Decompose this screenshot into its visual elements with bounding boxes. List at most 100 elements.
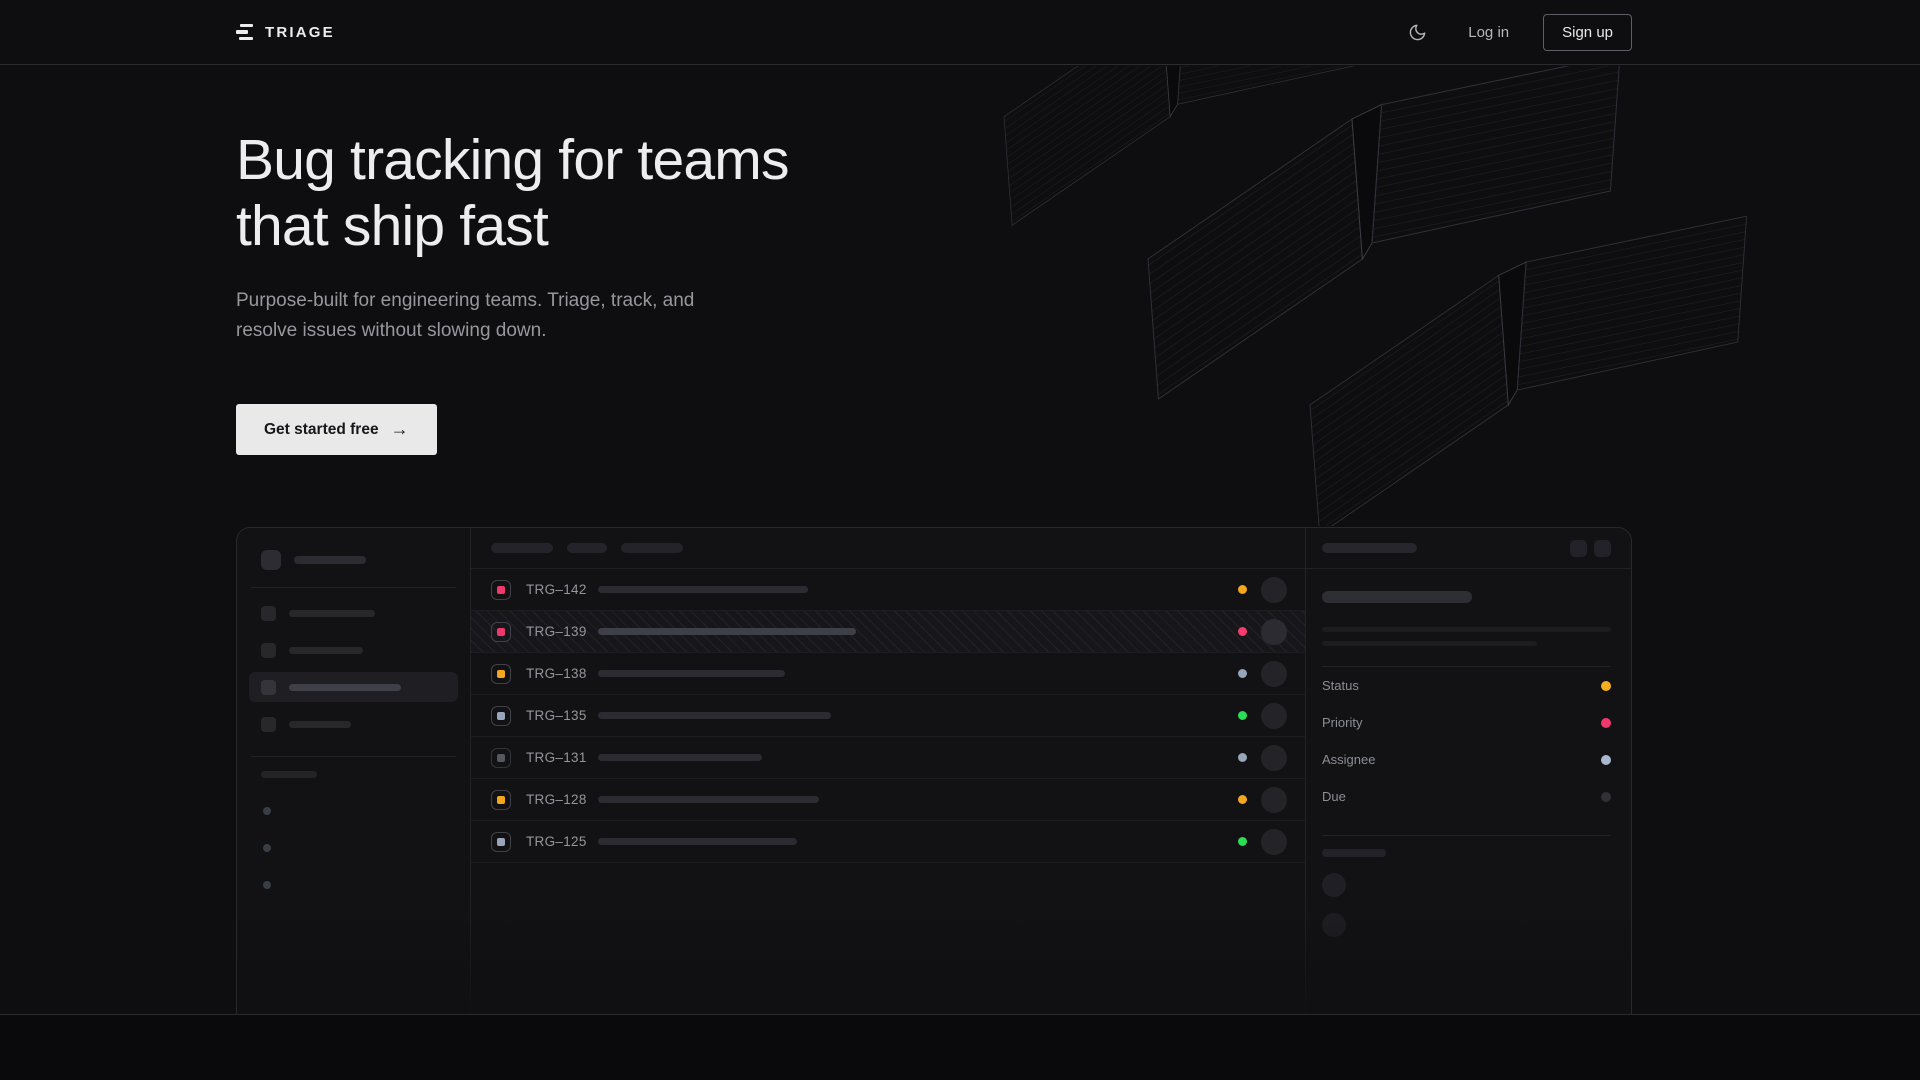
sidebar-item (249, 635, 458, 665)
property-value-dot (1601, 680, 1611, 691)
property-label: Status (1322, 678, 1359, 693)
panel-header (1306, 528, 1631, 569)
property-label: Priority (1322, 715, 1363, 730)
issue-id: TRG–135 (526, 708, 587, 723)
comment-avatar (1322, 913, 1346, 937)
sidebar-section-label-skeleton (261, 771, 317, 778)
issue-title-skeleton (598, 754, 762, 761)
brand-logo[interactable]: TRIAGE (236, 24, 335, 41)
mockup-sidebar (237, 528, 471, 1014)
issue-title-skeleton (598, 586, 808, 593)
issue-avatar (1261, 702, 1287, 729)
issue-avatar (1261, 744, 1287, 771)
issue-avatar (1261, 618, 1287, 645)
app-mockup: TRG–142 TRG–139 TRG–138 (236, 527, 1632, 1014)
sidebar-dot (263, 844, 271, 852)
issue-avatar (1261, 786, 1287, 813)
property-row: Due (1322, 778, 1611, 815)
panel-issue-title-skeleton (1322, 591, 1472, 603)
issue-status-dot (1238, 711, 1247, 720)
app-header: TRIAGE Log in Sign up (0, 0, 1920, 65)
property-value-dot (1601, 754, 1611, 765)
issue-avatar (1261, 576, 1287, 603)
issue-id: TRG–131 (526, 750, 587, 765)
panel-action-button (1594, 539, 1611, 557)
sidebar-divider (251, 587, 456, 588)
issue-type-icon (491, 747, 511, 768)
issue-title-skeleton (598, 628, 856, 635)
issue-id: TRG–142 (526, 582, 587, 597)
sidebar-item (249, 709, 458, 739)
sidebar-item-icon (261, 605, 276, 621)
detail-panel: Status Priority Assignee Due (1305, 528, 1631, 1014)
issue-type-icon (491, 789, 511, 810)
cta-button[interactable]: Get started free → (236, 404, 437, 455)
issue-avatar (1261, 828, 1287, 855)
moon-icon (1409, 24, 1426, 40)
sidebar-dot (263, 807, 271, 815)
issue-type-icon (491, 579, 511, 600)
sidebar-item-selected (249, 672, 458, 702)
issue-status-dot (1238, 585, 1247, 594)
list-toolbar (471, 528, 1305, 569)
issue-list: TRG–142 TRG–139 TRG–138 (471, 528, 1305, 1014)
issue-title-skeleton (598, 712, 831, 719)
issue-status-dot (1238, 669, 1247, 678)
hero-section: Bug tracking for teams that ship fast Pu… (236, 65, 789, 455)
brand-name: TRIAGE (265, 23, 335, 41)
issue-title-skeleton (598, 670, 785, 677)
sidebar-item-label-skeleton (289, 683, 401, 691)
issue-type-icon (491, 621, 511, 642)
sidebar-item-label-skeleton (289, 720, 351, 728)
property-row: Assignee (1322, 741, 1611, 778)
arrow-right-icon: → (390, 419, 409, 439)
footer-band (0, 1014, 1920, 1080)
comment-avatar (1322, 873, 1346, 897)
issue-id: TRG–128 (526, 792, 587, 807)
issue-row: TRG–131 (471, 737, 1305, 779)
issue-id: TRG–125 (526, 834, 587, 849)
issue-row: TRG–125 (471, 821, 1305, 863)
hero-subtitle: Purpose-built for engineering teams. Tri… (236, 286, 789, 346)
issue-title-skeleton (598, 796, 819, 803)
signup-button[interactable]: Sign up (1543, 13, 1632, 51)
page-title: Bug tracking for teams that ship fast (236, 127, 789, 259)
panel-divider (1322, 835, 1611, 836)
issue-status-dot (1238, 627, 1247, 636)
issue-row: TRG–138 (471, 653, 1305, 695)
panel-title-skeleton (1322, 543, 1417, 553)
issue-status-dot (1238, 837, 1247, 846)
panel-description-skeleton (1322, 641, 1537, 646)
page-title-line-2: that ship fast (236, 194, 549, 258)
property-label: Due (1322, 789, 1346, 804)
panel-action-button (1570, 539, 1587, 557)
property-value-dot (1601, 717, 1611, 728)
issue-status-dot (1238, 795, 1247, 804)
header-actions: Log in Sign up (1400, 13, 1632, 51)
theme-toggle-button[interactable] (1400, 15, 1434, 49)
sidebar-item-icon (261, 679, 276, 695)
hero-subtitle-line-2: resolve issues without slowing down. (236, 320, 547, 341)
sidebar-item (249, 598, 458, 628)
issue-row-highlighted: TRG–139 (471, 611, 1305, 653)
issue-row: TRG–128 (471, 779, 1305, 821)
sidebar-item-label-skeleton (289, 646, 363, 654)
property-row: Priority (1322, 704, 1611, 741)
panel-section-label-skeleton (1322, 849, 1386, 857)
issue-row: TRG–135 (471, 695, 1305, 737)
property-label: Assignee (1322, 752, 1376, 767)
sidebar-divider (251, 756, 456, 757)
sidebar-item-label-skeleton (289, 609, 375, 617)
issue-type-icon (491, 705, 511, 726)
property-value-dot (1601, 791, 1611, 802)
sidebar-item-icon (261, 716, 276, 732)
filter-pill-skeleton (491, 543, 553, 553)
issue-type-icon (491, 831, 511, 852)
triage-logo-icon (236, 23, 253, 41)
property-row: Status (1322, 667, 1611, 704)
workspace-icon (261, 550, 281, 570)
hero-subtitle-line-1: Purpose-built for engineering teams. Tri… (236, 290, 695, 311)
filter-pill-skeleton (621, 543, 683, 553)
login-link[interactable]: Log in (1468, 23, 1510, 41)
